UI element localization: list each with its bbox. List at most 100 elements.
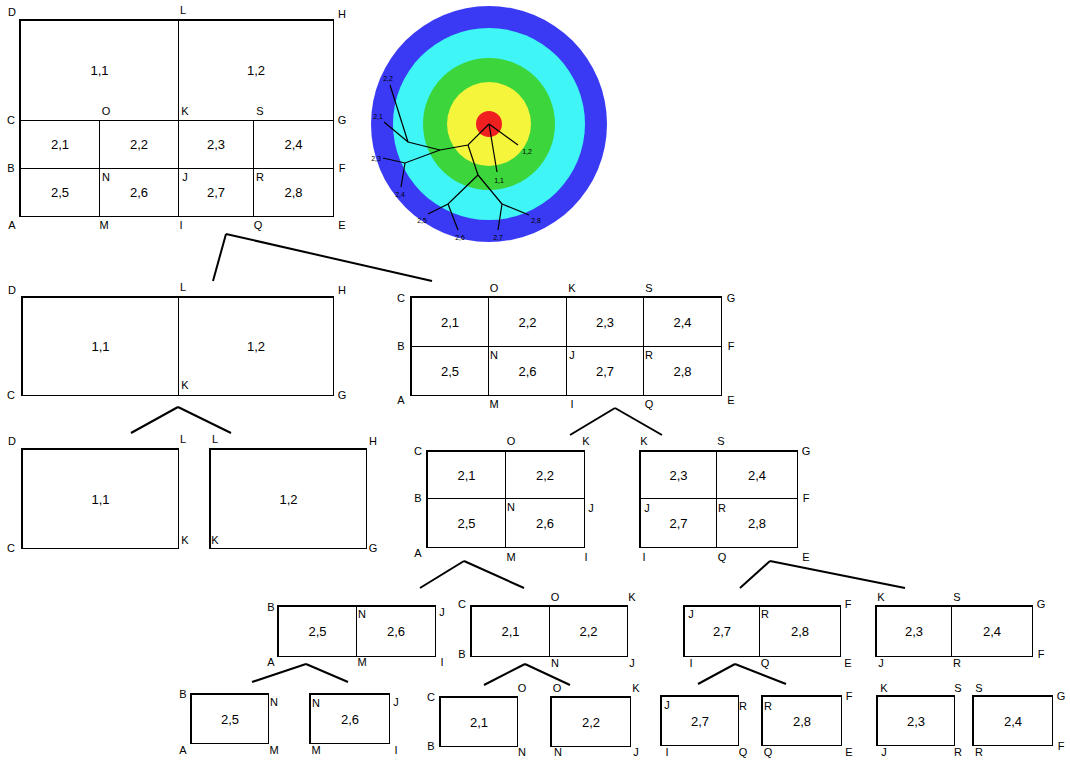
cell-box: 2,2	[549, 606, 628, 657]
tree-line	[401, 163, 405, 187]
vertex-letter: K	[628, 592, 635, 603]
vertex-letter: K	[640, 436, 647, 447]
tree-leaf-label: 1,2	[522, 148, 532, 155]
cell-box: 2,5	[20, 168, 100, 217]
vertex-letter: G	[1037, 599, 1046, 610]
cell-label: 2,4	[983, 625, 1001, 638]
partition-box: JRFIQE2,72,8	[684, 606, 840, 656]
cell-box: 2,6	[310, 694, 390, 744]
vertex-letter: K	[877, 592, 884, 603]
vertex-letter: I	[570, 399, 573, 410]
cell-label: 2,5	[221, 713, 239, 726]
vertex-letter: H	[338, 285, 346, 296]
vertex-letter: M	[489, 399, 498, 410]
cell-box: 2,1	[440, 697, 518, 747]
cell-box: 2,2	[488, 297, 567, 347]
tree-branch	[226, 234, 432, 281]
vertex-letter: J	[878, 658, 884, 669]
vertex-letter: H	[369, 436, 377, 447]
cell-label: 1,1	[91, 340, 109, 353]
cell-label: 2,7	[713, 625, 731, 638]
outer-ring	[371, 6, 607, 242]
partition-box: KSJR2,3	[877, 696, 954, 745]
cell-box: 2,4	[951, 606, 1033, 657]
partition-box: COKBNJ2,12,2	[471, 606, 627, 656]
vertex-letter: M	[269, 745, 278, 756]
cell-box: 2,3	[876, 606, 952, 657]
tree-line	[468, 145, 478, 175]
tree-line	[489, 124, 497, 172]
vertex-letter: S	[256, 106, 263, 117]
vertex-letter: N	[270, 697, 278, 708]
cell-label: 1,2	[247, 64, 265, 77]
cell-box: 2,7	[566, 346, 644, 396]
vertex-letter: L	[212, 434, 218, 445]
vertex-letter: J	[633, 747, 639, 758]
vertex-letter: G	[1057, 691, 1066, 702]
cell-label: 2,1	[51, 138, 69, 151]
vertex-letter: D	[8, 7, 16, 18]
cell-box: 1,2	[178, 20, 334, 121]
tree-branch	[306, 664, 348, 682]
vertex-letter: C	[7, 390, 15, 401]
tree-branch	[420, 561, 464, 588]
partition-box: KSGJRF2,32,4	[876, 606, 1032, 656]
cell-label: 2,4	[284, 138, 302, 151]
partition-box: SGRF2,4	[973, 696, 1052, 745]
vertex-letter: D	[8, 436, 16, 447]
tree-leaf-label: 2,7	[493, 234, 503, 241]
cell-box: 2,7	[684, 606, 760, 657]
cell-box: 2,8	[253, 168, 334, 217]
vertex-letter: A	[267, 657, 274, 668]
vertex-letter: E	[844, 658, 851, 669]
vertex-letter: S	[975, 683, 982, 694]
cell-box: 2,8	[643, 346, 722, 396]
partition-box: NJMI2,6	[310, 694, 389, 743]
vertex-letter: B	[179, 689, 186, 700]
vertex-letter: F	[1058, 741, 1065, 752]
vertex-letter: F	[728, 341, 735, 352]
cell-box: 2,1	[411, 297, 489, 347]
vertex-letter: L	[180, 434, 186, 445]
vertex-letter: E	[727, 395, 734, 406]
vertex-letter: R	[718, 503, 726, 514]
cell-box: 2,8	[716, 498, 798, 548]
tree-branch	[464, 561, 524, 588]
tree-leaf-label: 2,5	[417, 217, 427, 224]
partition-box: RFQE2,8	[762, 696, 841, 745]
vertex-letter: K	[181, 535, 188, 546]
vertex-letter: A	[397, 395, 404, 406]
partition-box: COKBNJAMI2,12,22,52,6	[427, 451, 584, 547]
vertex-letter: K	[181, 106, 188, 117]
cell-box: 2,3	[877, 696, 955, 746]
vertex-letter: K	[181, 380, 188, 391]
cell-label: 1,2	[247, 340, 265, 353]
vertex-letter: N	[551, 658, 559, 669]
vertex-letter: I	[179, 220, 182, 231]
cell-box: 2,4	[253, 120, 334, 169]
tree-branch	[770, 561, 905, 588]
tree-line	[383, 150, 440, 163]
cell-label: 2,7	[669, 517, 687, 530]
cell-label: 2,6	[536, 517, 554, 530]
cell-label: 2,3	[907, 715, 925, 728]
cell-box: 2,5	[427, 498, 506, 548]
vertex-letter: C	[458, 599, 466, 610]
vertex-letter: K	[568, 283, 575, 294]
cell-box: 2,6	[505, 498, 585, 548]
vertex-letter: M	[99, 220, 108, 231]
tree-line	[384, 122, 440, 150]
cell-box: 2,2	[99, 120, 179, 169]
cell-label: 2,4	[748, 469, 766, 482]
vertex-letter: I	[584, 552, 587, 563]
vertex-letter: I	[642, 552, 645, 563]
vertex-letter: M	[357, 657, 366, 668]
vertex-letter: F	[1038, 649, 1045, 660]
tree-branch	[735, 664, 786, 684]
tree-line	[489, 124, 518, 145]
cell-label: 2,3	[669, 469, 687, 482]
tree-branch	[252, 664, 306, 682]
cell-box: 2,8	[759, 606, 841, 657]
